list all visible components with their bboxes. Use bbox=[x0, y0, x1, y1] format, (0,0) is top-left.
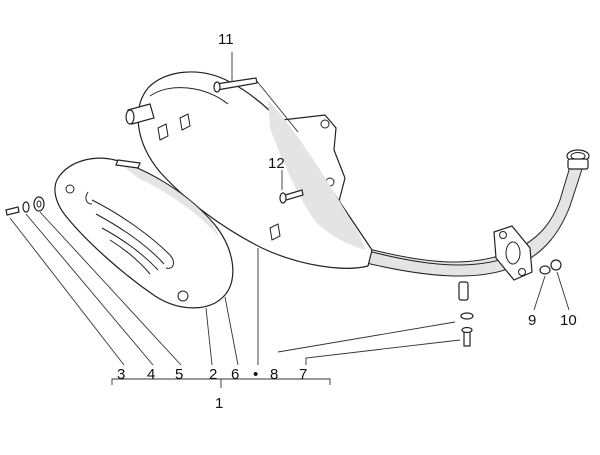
muffler-body bbox=[125, 71, 373, 269]
callout-labels: 11 12 3 4 5 2 6 • 8 7 9 10 1 bbox=[117, 31, 577, 412]
callout-11: 11 bbox=[218, 31, 234, 48]
callout-4: 4 bbox=[147, 366, 155, 383]
callout-8: 8 bbox=[270, 366, 278, 383]
callout-5: 5 bbox=[175, 366, 183, 383]
washers bbox=[22, 196, 562, 320]
callout-10: 10 bbox=[560, 312, 577, 329]
callout-12: 12 bbox=[268, 155, 285, 172]
callout-7: 7 bbox=[299, 366, 307, 383]
callout-bullet: • bbox=[253, 366, 258, 383]
callout-9: 9 bbox=[528, 312, 536, 329]
callout-2: 2 bbox=[209, 366, 217, 383]
gasket bbox=[115, 159, 141, 169]
inlet-flange bbox=[493, 225, 533, 281]
heat-shield bbox=[54, 157, 234, 309]
callout-6: 6 bbox=[231, 366, 239, 383]
screws bbox=[5, 77, 473, 347]
exhaust-pipe bbox=[361, 149, 590, 301]
callout-3: 3 bbox=[117, 366, 125, 383]
callout-1: 1 bbox=[215, 395, 223, 412]
leader-lines bbox=[9, 52, 570, 388]
